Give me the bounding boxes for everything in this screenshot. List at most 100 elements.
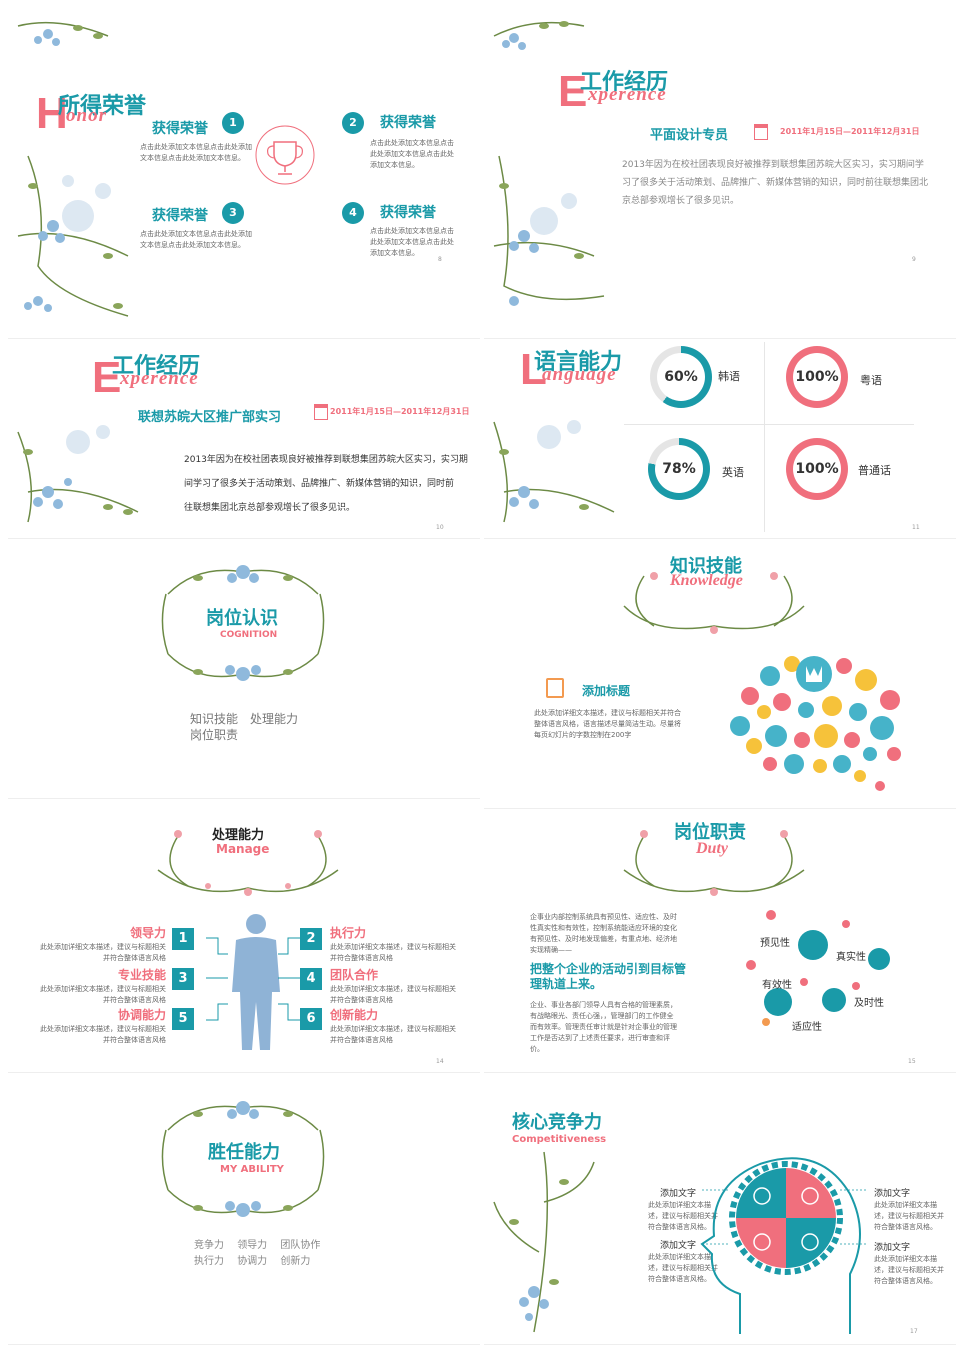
bubble-label: 适应性	[792, 1022, 822, 1033]
slide-title-en: xperence	[588, 84, 667, 105]
language-name: 普通话	[858, 464, 891, 477]
page-number: 11	[912, 524, 920, 531]
item-number: 6	[300, 1008, 322, 1030]
page-number: 14	[436, 1058, 444, 1065]
slide-experience-2: E 工作经历 xperence 联想苏皖大区推广部实习 2011年1月15日—2…	[8, 342, 480, 539]
floral-decoration-icon	[493, 21, 605, 306]
text-title: 添加文字	[874, 1189, 911, 1199]
language-name: 韩语	[718, 370, 740, 383]
title-initial: E	[92, 353, 122, 402]
intro-text: 企事业内部控制系统具有预见性、适应性、及时性真实性和有效性，控制系统能适应环境的…	[530, 913, 677, 954]
slide-title-en: Duty	[696, 840, 728, 857]
item-desc: 点击此处添加文本信息点击此处添加文本信息点击此处添加文本信息。	[370, 227, 454, 257]
bubble-label: 及时性	[854, 998, 884, 1009]
item-number: 2	[342, 112, 364, 134]
item-number: 5	[172, 1008, 194, 1030]
text-desc: 此处添加详细文本描述，建议与标题相关并符合整体语言风格。	[648, 1253, 718, 1283]
item-title: 获得荣誉	[380, 205, 436, 221]
item-number: 4	[300, 968, 322, 990]
title-initial: E	[558, 67, 588, 116]
page-number: 9	[912, 256, 916, 263]
link-manage[interactable]: 处理能力	[250, 712, 299, 726]
title-initial: H	[36, 89, 68, 138]
slide-title: 岗位认识	[206, 608, 278, 629]
speech-bubble-icon-cloud	[729, 646, 910, 806]
item-number: 1	[172, 928, 194, 950]
date-range: 2011年1月15日—2011年12月31日	[780, 127, 920, 136]
businessman-silhouette-icon	[232, 914, 280, 1050]
bubble	[798, 930, 828, 960]
slide-title: 工作经历	[112, 354, 201, 379]
body-text: 2013年因为在校社团表现良好被推荐到联想集团苏皖大区实习，实习期 间学习了很多…	[184, 448, 474, 520]
headline: 把整个企业的活动引到目标管理轨道上来。	[530, 962, 687, 991]
slide-honor: H 所得荣誉 onor 获得荣誉 点击此处添加文本信息点击此处添加文本信息点击此…	[8, 6, 480, 339]
bubble	[764, 988, 792, 1016]
item-title: 协调能力	[118, 1008, 167, 1022]
item-title: 创新能力	[330, 1008, 379, 1022]
bubble-label: 预见性	[760, 938, 790, 949]
slide-title-en: Knowledge	[670, 572, 743, 589]
floral-decoration-icon	[493, 420, 615, 523]
floral-banner-icon	[623, 572, 805, 634]
text-desc: 此处添加详细文本描述，建议与标题相关并符合整体语言风格。	[874, 1201, 944, 1231]
item-desc: 此处添加详细文本描述，建议与标题相关并符合整体语言风格	[330, 985, 456, 1004]
slide-title-en: MY ABILITY	[220, 1164, 284, 1175]
language-name: 英语	[722, 466, 744, 479]
item-title: 专业技能	[118, 968, 167, 982]
slide-title: 核心竞争力	[512, 1112, 602, 1133]
slide-title-en: xperence	[120, 368, 199, 389]
ability-item: 创新力	[280, 1256, 311, 1267]
progress-ring: 78%	[648, 438, 710, 500]
progress-ring: 100%	[786, 346, 848, 408]
slide-title-en: anguage	[542, 364, 617, 385]
head-gears-icon	[700, 1157, 868, 1334]
slide-title-en: Manage	[216, 842, 270, 856]
item-title: 领导力	[130, 926, 167, 940]
item-desc: 此处添加详细文本描述，建议与标题相关并符合整体语言风格	[40, 985, 166, 1004]
slide-title: 语言能力	[534, 350, 623, 375]
bubble	[746, 960, 756, 970]
item-desc: 此处添加详细文本描述，建议与标题相关并符合整体语言风格	[40, 1025, 166, 1044]
body-line: 间学习了很多关于活动策划、品牌推广、新媒体营销的知识，同时前	[184, 479, 455, 489]
ability-item: 竞争力	[194, 1240, 224, 1251]
item-title: 获得荣誉	[152, 208, 208, 224]
text-title: 添加文字	[660, 1189, 697, 1199]
ability-item: 执行力	[194, 1256, 224, 1267]
link-duty[interactable]: 岗位职责	[190, 728, 239, 742]
floral-wreath-icon	[161, 565, 325, 681]
divider-horizontal	[624, 424, 914, 425]
item-number: 1	[222, 112, 244, 134]
item-title: 获得荣誉	[380, 115, 436, 131]
item-desc: 此处添加详细文本描述，建议与标题相关并符合整体语言风格	[330, 1025, 456, 1044]
link-knowledge[interactable]: 知识技能	[190, 712, 239, 726]
bubble-label: 真实性	[836, 952, 866, 963]
slide-language: L 语言能力 anguage 60% 韩语 100% 粤语 78% 英语 100…	[484, 342, 956, 539]
text-title: 添加文字	[874, 1243, 911, 1253]
slide-title: 岗位职责	[674, 822, 746, 843]
bubble	[868, 948, 890, 970]
slide-competitiveness: 核心竞争力 Competitiveness 添加文字 此处添加详细文本描述，建议…	[484, 1082, 956, 1345]
role-title: 平面设计专员	[650, 128, 729, 143]
item-title: 团队合作	[330, 968, 379, 982]
flower-stem-icon	[493, 1151, 595, 1333]
slide-title-en: onor	[66, 105, 107, 126]
body-text: 此处添加详细文本描述，建议与标题相关并符合整体语言风格，语言描述尽量简洁生动。尽…	[534, 709, 681, 739]
slide-knowledge: 知识技能 Knowledge 添加标题 此处添加详细文本描述，建议与标题相关并符…	[484, 548, 956, 809]
body-line: 往联想集团北京总部参观增长了很多见识。	[184, 503, 356, 513]
page-number: 10	[436, 524, 444, 531]
item-title: 执行力	[330, 926, 367, 940]
progress-ring: 60%	[650, 346, 712, 408]
slide-title: 所得荣誉	[58, 94, 147, 119]
ability-item: 领导力	[237, 1240, 268, 1251]
slide-title: 工作经历	[580, 70, 669, 95]
calendar-icon	[754, 124, 768, 140]
ability-item: 团队协作	[280, 1240, 321, 1251]
progress-percent: 100%	[793, 445, 841, 493]
page-number: 8	[438, 256, 442, 263]
floral-wreath-icon	[161, 1101, 325, 1217]
item-desc: 点击此处添加文本信息点击此处添加文本信息点击此处添加文本信息。	[140, 230, 252, 249]
ability-row: 竞争力 领导力 团队协作	[194, 1236, 320, 1251]
floral-banner-icon	[623, 830, 805, 896]
language-name: 粤语	[860, 374, 882, 387]
ability-row: 执行力 协调力 创新力	[194, 1252, 310, 1267]
